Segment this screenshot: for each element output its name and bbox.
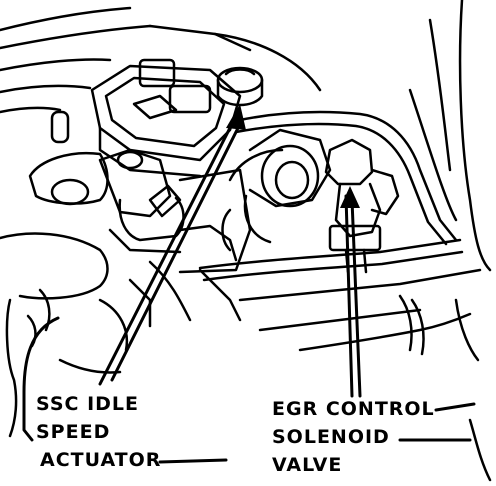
ssc-label-line-2: SPEED (36, 421, 111, 443)
callout-ssc-idle-speed-actuator (22, 114, 242, 464)
egr-label-line-3: VALVE (272, 454, 343, 476)
right-body-edge (408, 0, 492, 482)
arrowhead-ssc (226, 104, 246, 130)
ssc-label-line-1: SSC IDLE (36, 393, 139, 415)
left-hardware (28, 110, 238, 262)
callout-egr-control-solenoid-valve (344, 194, 476, 442)
ssc-label-line-3: ACTUATOR (40, 449, 162, 471)
manifold-casting (178, 128, 332, 274)
egr-label-line-1: EGR CONTROL (272, 398, 435, 420)
arrowhead-egr (340, 186, 360, 208)
vacuum-lines (198, 110, 482, 356)
hood-panel-lines (0, 6, 322, 114)
egr-label-line-2: SOLENOID (272, 426, 390, 448)
